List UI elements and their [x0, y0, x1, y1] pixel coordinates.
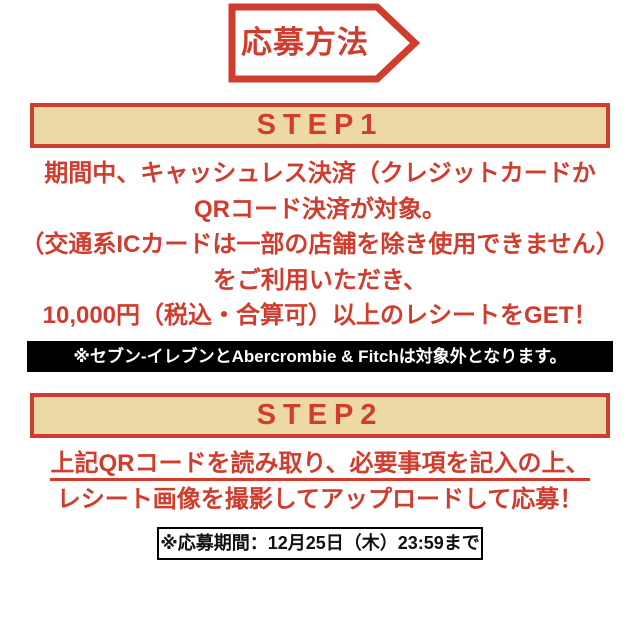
exclusion-note-text: ※セブン-イレブンとAbercrombie & Fitchは対象外となります。 [73, 347, 567, 366]
step2-description-line-2: レシート画像を撮影してアップロードして応募！ [56, 486, 584, 513]
step1-description-line-1: 期間中、キャッシュレス決済（クレジットカードか [44, 160, 596, 187]
step2-description: 上記QRコードを読み取り、必要事項を記入の上、 レシート画像を撮影してアップロー… [0, 446, 640, 518]
step1-header-label: STEP1 [256, 109, 384, 141]
step2-header-label: STEP2 [256, 399, 384, 431]
apply-method-badge-label: 応募方法 [241, 25, 369, 60]
step1-description-line-5: 10,000円（税込・合算可）以上のレシートをGET！ [42, 302, 598, 329]
step2-description-line-1-underlined-text: 上記QRコードを読み取り、必要事項を記入の上、 [50, 450, 590, 481]
exclusion-note-bar: ※セブン-イレブンとAbercrombie & Fitchは対象外となります。 [27, 341, 613, 372]
step1-description-line-2: QRコード決済が対象。 [194, 195, 446, 223]
step1-description-line-3: （交通系ICカードは一部の店舗を除き使用できません） [20, 231, 620, 258]
arrow-ribbon-icon [228, 3, 420, 83]
step2-header-bar: STEP2 [30, 393, 610, 438]
application-period-text: ※応募期間：12月25日（木）23:59まで [160, 533, 480, 553]
step2-description-line-1: 上記QRコードを読み取り、必要事項を記入の上、 [0, 446, 640, 482]
apply-method-badge: 応募方法 [228, 3, 420, 83]
step1-description-line-4: をご利用いただき、 [212, 266, 428, 294]
step1-header-bar: STEP1 [30, 103, 610, 148]
step1-description: 期間中、キャッシュレス決済（クレジットカードか QRコード決済が対象。 （交通系… [0, 156, 640, 334]
application-period-box: ※応募期間：12月25日（木）23:59まで [157, 527, 483, 560]
